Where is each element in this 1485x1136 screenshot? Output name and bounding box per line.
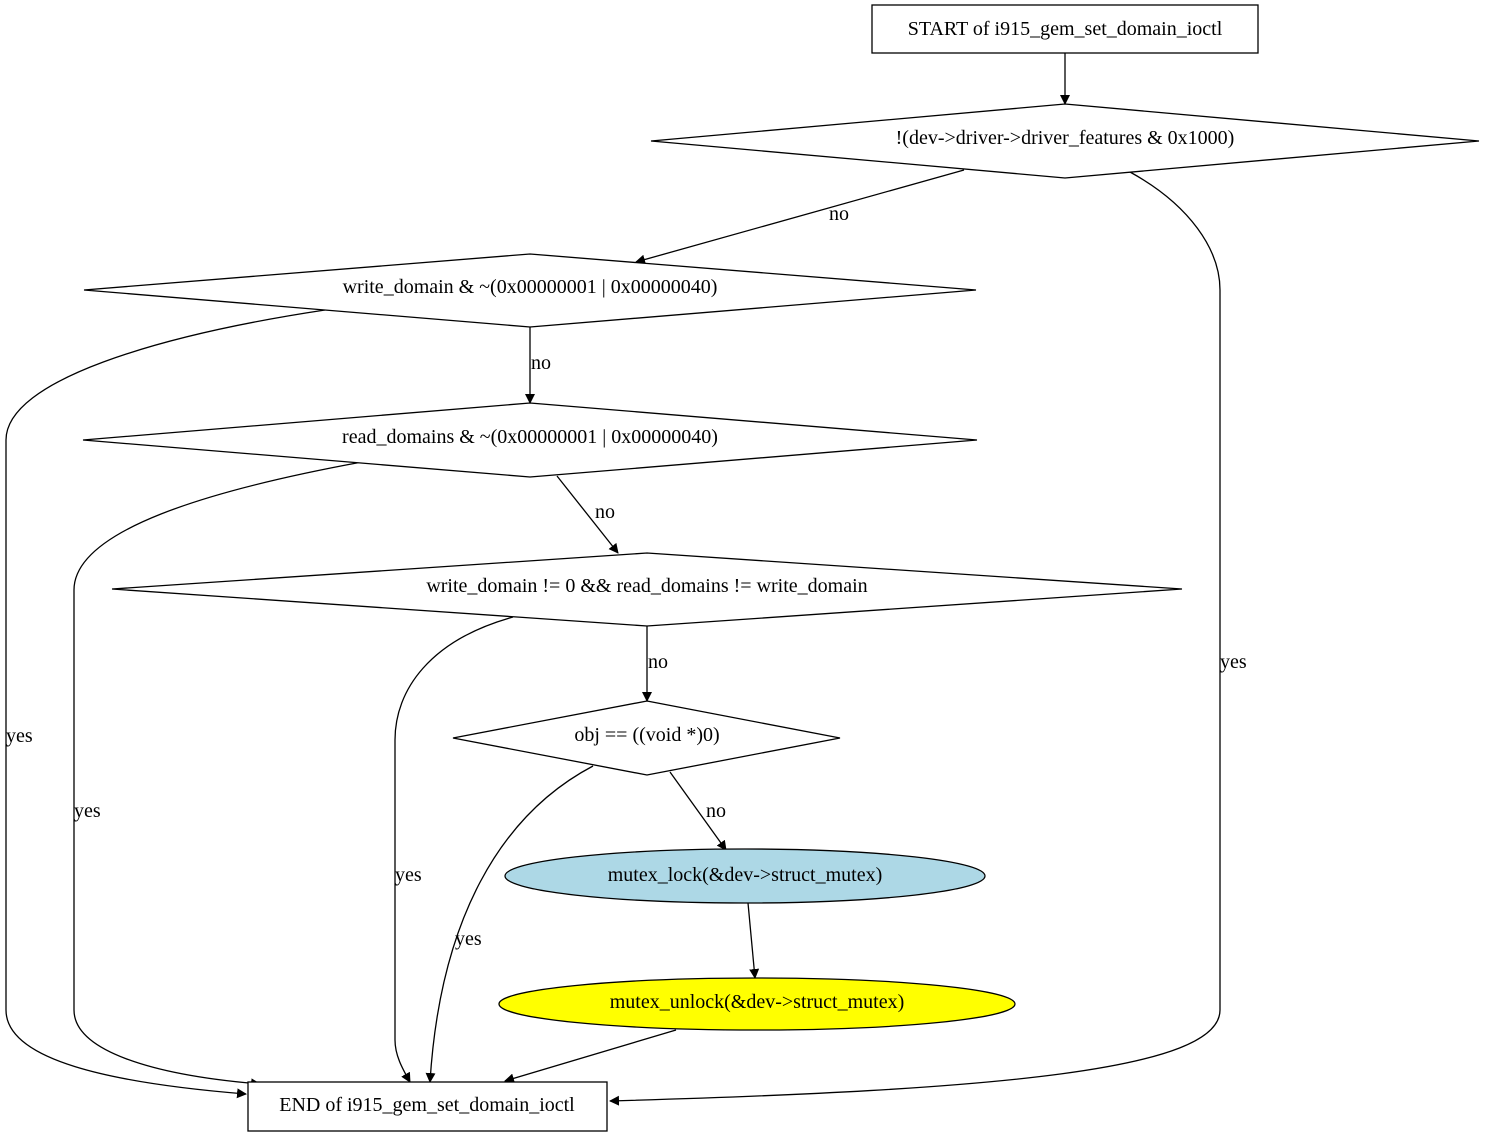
d5-label: obj == ((void *)0) bbox=[574, 724, 719, 746]
decision-d5: obj == ((void *)0) bbox=[452, 700, 841, 776]
node-mutex-lock: mutex_lock(&dev->struct_mutex) bbox=[504, 848, 986, 904]
end-label: END of i915_gem_set_domain_ioctl bbox=[279, 1094, 575, 1116]
edge-d3-to-d4 bbox=[556, 475, 619, 554]
edges bbox=[5, 53, 1221, 1106]
d2-diamond bbox=[83, 253, 977, 328]
edge-label-d4-no: no bbox=[648, 651, 668, 673]
d4-diamond bbox=[111, 552, 1183, 627]
lock-ellipse bbox=[504, 848, 986, 904]
d4-label: write_domain != 0 && read_domains != wri… bbox=[426, 575, 867, 597]
edge-label-d2-yes: yes bbox=[6, 725, 33, 747]
edge-d5-to-end bbox=[425, 765, 594, 1083]
decision-d2: write_domain & ~(0x00000001 | 0x00000040… bbox=[83, 253, 977, 328]
start-box bbox=[871, 4, 1259, 54]
decision-d3: read_domains & ~(0x00000001 | 0x00000040… bbox=[82, 402, 978, 478]
d2-label: write_domain & ~(0x00000001 | 0x00000040… bbox=[343, 276, 718, 298]
decision-d1: !(dev->driver->driver_features & 0x1000) bbox=[650, 103, 1480, 179]
d3-label: read_domains & ~(0x00000001 | 0x00000040… bbox=[342, 426, 718, 448]
node-end: END of i915_gem_set_domain_ioctl bbox=[247, 1081, 608, 1132]
d1-label: !(dev->driver->driver_features & 0x1000) bbox=[896, 127, 1235, 149]
edge-d1-to-end bbox=[609, 171, 1221, 1106]
edge-label-d3-no: no bbox=[595, 501, 615, 523]
unlock-label: mutex_unlock(&dev->struct_mutex) bbox=[610, 991, 905, 1013]
edge-lock-to-unlock bbox=[747, 902, 760, 979]
edge-label-d5-yes: yes bbox=[455, 928, 482, 950]
lock-label: mutex_lock(&dev->struct_mutex) bbox=[608, 864, 883, 886]
edge-d4-to-end bbox=[394, 616, 514, 1083]
node-mutex-unlock: mutex_unlock(&dev->struct_mutex) bbox=[498, 977, 1016, 1031]
d5-diamond bbox=[452, 700, 841, 776]
edge-label-d3-yes: yes bbox=[74, 800, 101, 822]
node-start: START of i915_gem_set_domain_ioctl bbox=[871, 4, 1259, 54]
d1-diamond bbox=[650, 103, 1480, 179]
start-label: START of i915_gem_set_domain_ioctl bbox=[908, 18, 1223, 40]
decision-d4: write_domain != 0 && read_domains != wri… bbox=[111, 552, 1183, 627]
edge-d2-to-end bbox=[5, 309, 326, 1099]
end-box bbox=[247, 1081, 608, 1132]
unlock-ellipse bbox=[498, 977, 1016, 1031]
edge-label-d5-no: no bbox=[706, 800, 726, 822]
edge-label-d1-yes: yes bbox=[1220, 651, 1247, 673]
edge-label-d4-yes: yes bbox=[395, 864, 422, 886]
edge-label-d2-no: no bbox=[531, 352, 551, 374]
edge-labels: no yes no yes no yes no yes no yes bbox=[6, 203, 1247, 950]
edge-d3-to-end bbox=[73, 461, 363, 1089]
edge-d5-to-lock bbox=[669, 771, 727, 851]
edge-d1-to-d2 bbox=[635, 169, 965, 265]
d3-diamond bbox=[82, 402, 978, 478]
edge-unlock-to-end bbox=[504, 1029, 677, 1084]
edge-label-d1-no: no bbox=[829, 203, 849, 225]
